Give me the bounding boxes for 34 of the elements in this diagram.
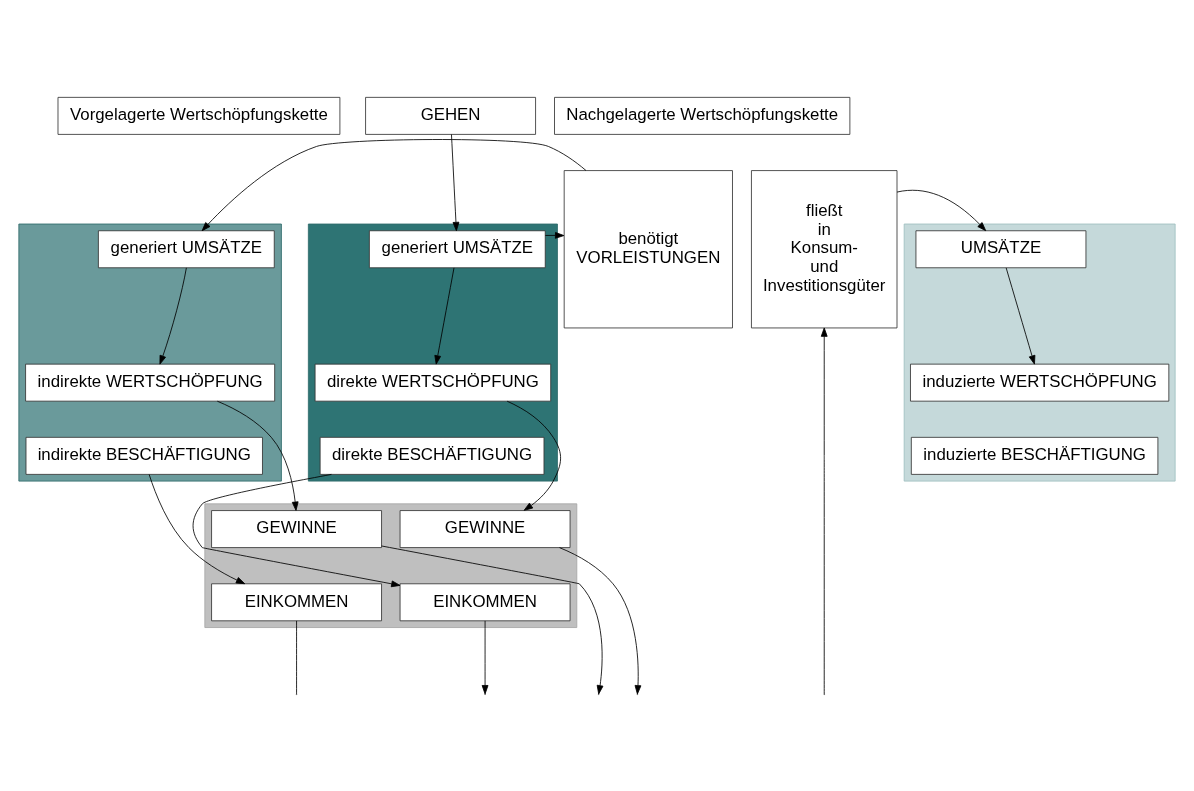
- node-box: direkte WERTSCHÖPFUNG: [314, 363, 552, 402]
- node-box: Vorgelagerte Wertschöpfungskette: [57, 96, 341, 135]
- node-box: GEWINNE: [211, 509, 382, 548]
- node-box: direkte BESCHÄFTIGUNG: [319, 436, 545, 475]
- arrow: [451, 133, 460, 231]
- node-box: UMSÄTZE: [915, 229, 1087, 268]
- node-box: GEWINNE: [399, 509, 571, 548]
- node-box: induzierte WERTSCHÖPFUNG: [910, 363, 1170, 402]
- node-box: induzierte BESCHÄFTIGUNG: [910, 436, 1159, 475]
- arrow: [159, 266, 187, 365]
- node-box: EINKOMMEN: [211, 582, 382, 621]
- arrow: [820, 327, 828, 694]
- arrow: [381, 545, 604, 694]
- arrow: [544, 231, 565, 239]
- arrow: [559, 546, 642, 694]
- node-box: indirekte WERTSCHÖPFUNG: [25, 363, 276, 402]
- node-box: Nachgelagerte Wertschöpfungskette: [554, 96, 851, 135]
- arrow: [434, 266, 455, 365]
- arrow: [192, 473, 401, 587]
- arrow: [216, 400, 299, 511]
- arrow: [896, 189, 987, 231]
- connector: [296, 619, 297, 694]
- arrow: [506, 400, 561, 511]
- arrow: [148, 473, 246, 584]
- node-box: generiert UMSÄTZE: [97, 229, 275, 268]
- node-box: GEHEN: [365, 96, 536, 135]
- arrow: [1005, 266, 1036, 365]
- arrow: [481, 619, 489, 694]
- node-box: generiert UMSÄTZE: [368, 229, 546, 268]
- arrow: [201, 138, 587, 231]
- node-box: EINKOMMEN: [399, 582, 571, 621]
- node-box: benötigt VORLEISTUNGEN: [563, 169, 733, 328]
- node-box: fließt in Konsum- und Investitionsgüter: [751, 169, 898, 328]
- node-box: indirekte BESCHÄFTIGUNG: [25, 436, 263, 475]
